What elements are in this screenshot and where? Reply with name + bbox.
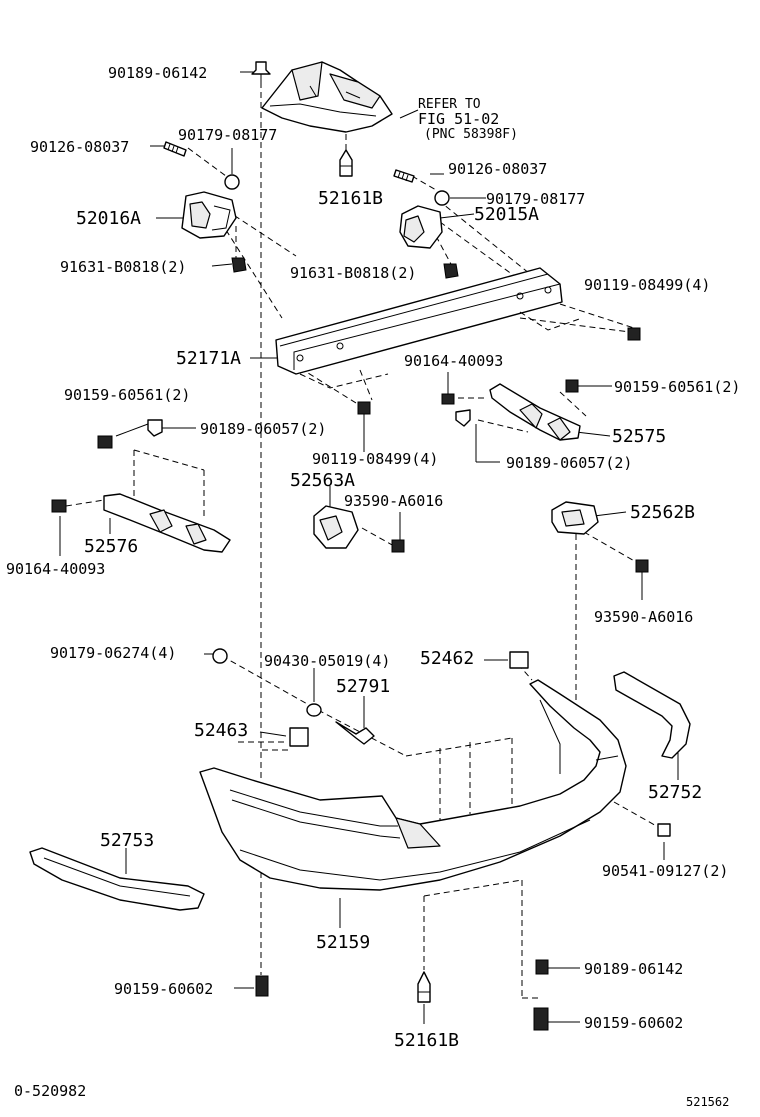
label-90179-08177-left: 90179-08177 <box>178 126 277 144</box>
label-52462: 52462 <box>420 648 474 669</box>
leader-lines <box>59 71 679 1024</box>
bracket-52562B <box>551 501 599 535</box>
nut-90179-right <box>434 190 450 206</box>
bolt-90159-60602-right <box>533 1007 549 1031</box>
clip-90189-06057-left <box>147 419 163 437</box>
label-90159-60561-left: 90159-60561(2) <box>64 386 190 404</box>
clip-90189-06057-right <box>455 409 471 427</box>
bolt-91631-right <box>443 263 459 279</box>
bumper-cover-52159 <box>199 679 627 891</box>
pad-52462 <box>509 651 529 669</box>
label-90164-40093-left: 90164-40093 <box>6 560 105 578</box>
label-90119-08499-left: 90119-08499(4) <box>312 450 438 468</box>
moulding-52753 <box>29 847 205 911</box>
label-52753: 52753 <box>100 830 154 851</box>
label-90430-05019: 90430-05019(4) <box>264 652 390 670</box>
label-90126-08037-left: 90126-08037 <box>30 138 129 156</box>
bracket-52563A <box>313 505 359 549</box>
label-91631-B0818-left: 91631-B0818(2) <box>60 258 186 276</box>
pad-52463 <box>289 727 309 747</box>
bolt-93590-right <box>635 559 649 573</box>
label-90189-06142-top: 90189-06142 <box>108 64 207 82</box>
support-52752 <box>613 671 691 759</box>
label-90179-08177-right: 90179-08177 <box>486 190 585 208</box>
retainer-52791 <box>335 721 375 745</box>
bolt-90159-right <box>565 379 579 393</box>
label-52463: 52463 <box>194 720 248 741</box>
clip-90179-06274 <box>212 648 228 664</box>
under-cover-part <box>261 61 393 133</box>
label-90119-08499-right: 90119-08499(4) <box>584 276 710 294</box>
label-refer-1: REFER TO <box>418 97 481 112</box>
clip-top-90189 <box>251 61 271 82</box>
label-90159-60602-right: 90159-60602 <box>584 1014 683 1032</box>
footer-right-code: 521562 <box>686 1095 729 1109</box>
label-93590-A6016-right: 93590-A6016 <box>594 608 693 626</box>
footer-left-code: 0-520982 <box>14 1082 86 1100</box>
screw-90164-right <box>441 393 455 405</box>
label-52575: 52575 <box>612 426 666 447</box>
bolt-90159-left <box>97 435 113 449</box>
bolt-90126-right <box>393 169 415 183</box>
bolt-90119-right <box>627 327 641 341</box>
bracket-52016A <box>181 191 237 239</box>
label-90159-60561-right: 90159-60561(2) <box>614 378 740 396</box>
label-90159-60602-left: 90159-60602 <box>114 980 213 998</box>
label-90126-08037-right: 90126-08037 <box>448 160 547 178</box>
label-93590-A6016-left: 93590-A6016 <box>344 492 443 510</box>
reinforcement-52171A <box>275 267 583 389</box>
label-52016A: 52016A <box>76 208 141 229</box>
label-52562B: 52562B <box>630 502 695 523</box>
label-52161B-top: 52161B <box>318 188 383 209</box>
label-90189-06057-left: 90189-06057(2) <box>200 420 326 438</box>
label-52791: 52791 <box>336 676 390 697</box>
bolt-90159-60602-left <box>255 975 269 997</box>
washer-90430 <box>306 703 322 717</box>
label-91631-B0818-right: 91631-B0818(2) <box>290 264 416 282</box>
label-52563A: 52563A <box>290 470 355 491</box>
label-52159: 52159 <box>316 932 370 953</box>
dashed-guides <box>65 82 661 999</box>
label-90189-06142-bottom: 90189-06142 <box>584 960 683 978</box>
label-52752: 52752 <box>648 782 702 803</box>
bolt-93590-left <box>391 539 405 553</box>
bracket-52015A <box>399 205 443 249</box>
label-refer-3: (PNC 58398F) <box>424 127 518 142</box>
bolt-91631-left <box>231 257 247 273</box>
clip-90541-09127 <box>657 823 671 837</box>
clip-52161B-bottom <box>417 971 431 1003</box>
bolt-90126-left <box>163 141 187 157</box>
nut-90179-left <box>224 174 240 190</box>
label-refer-2: FIG 51-02 <box>418 110 499 128</box>
clip-90189-bottom <box>535 959 549 975</box>
label-90541-09127: 90541-09127(2) <box>602 862 728 880</box>
label-52161B-bottom: 52161B <box>394 1030 459 1051</box>
label-52576: 52576 <box>84 536 138 557</box>
bolt-90119-left <box>357 401 371 415</box>
label-90179-06274: 90179-06274(4) <box>50 644 176 662</box>
label-52171A: 52171A <box>176 348 241 369</box>
label-90164-40093-right: 90164-40093 <box>404 352 503 370</box>
part-labels: 90189-06142 90126-08037 90179-08177 5201… <box>6 64 740 1109</box>
screw-90164-left <box>51 499 67 513</box>
clip-52161B-top <box>339 149 353 177</box>
label-52015A: 52015A <box>474 204 539 225</box>
label-90189-06057-right: 90189-06057(2) <box>506 454 632 472</box>
bracket-52575 <box>489 383 581 441</box>
bracket-52576 <box>103 493 231 553</box>
